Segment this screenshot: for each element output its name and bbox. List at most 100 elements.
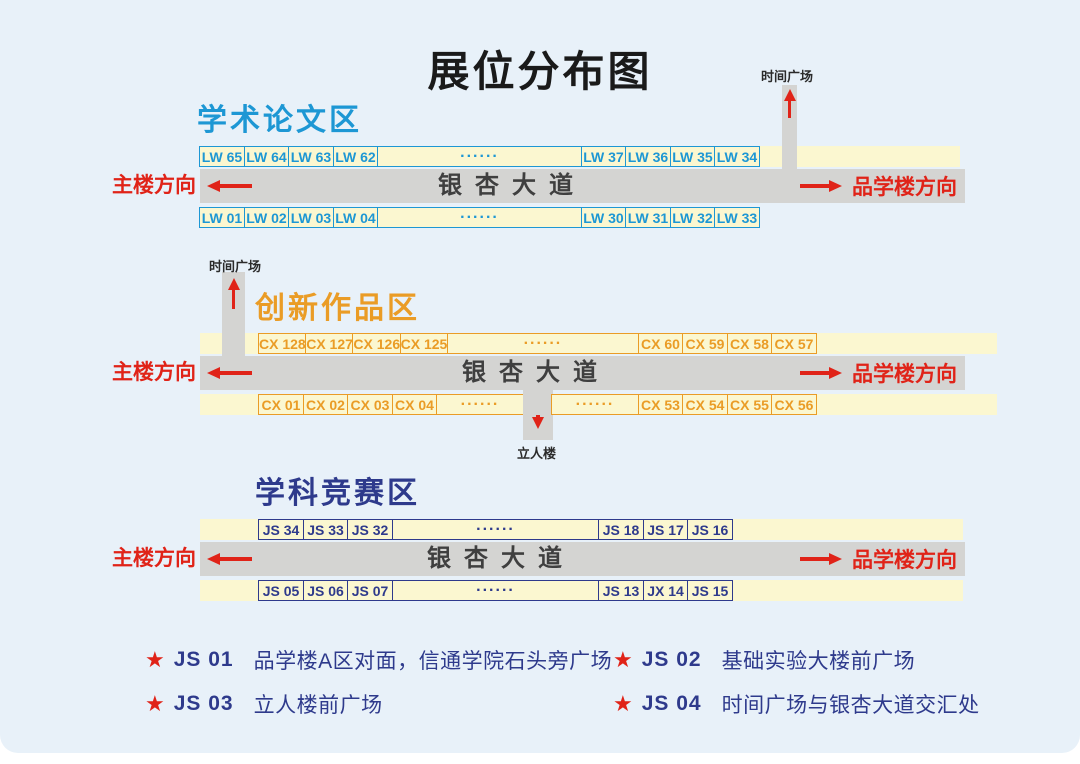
booth-cell: LW 03 (288, 207, 334, 228)
direction-label-pinxue: 品学楼方向 (852, 549, 957, 572)
booth-cell: LW 33 (714, 207, 760, 228)
booth-cell: JS 17 (642, 519, 689, 540)
booth-cell: CX 02 (302, 394, 349, 415)
booth-cell: CX 56 (771, 394, 817, 415)
dots-cell: ...... (551, 392, 639, 415)
road-gap-cell (522, 394, 553, 415)
legend-code: JS 03 (173, 692, 234, 715)
booth-cell: LW 30 (580, 207, 627, 228)
legend-desc: 立人楼前广场 (253, 694, 383, 717)
booth-cell: JS 05 (258, 580, 304, 601)
legend-item-js04: ★ JS 04 时间广场与银杏大道交汇处 (613, 691, 980, 718)
booth-cell: JS 13 (598, 580, 644, 601)
booth-cell: CX 54 (682, 394, 728, 415)
ginkgo-avenue-road-2: 银杏大道 品学楼方向 (200, 356, 965, 390)
booth-cell: JS 32 (347, 519, 393, 540)
arrow-right-icon (800, 552, 842, 566)
arrow-left-icon (207, 366, 252, 380)
booth-cell: LW 34 (714, 146, 760, 167)
booth-cell: CX 53 (637, 394, 684, 415)
legend-item-js01: ★ JS 01 品学楼A区对面，信通学院石头旁广场 (145, 647, 612, 674)
booth-cell: LW 31 (625, 207, 671, 228)
section-title-academic-papers: 学术论文区 (197, 104, 362, 137)
booth-cell: LW 65 (199, 146, 245, 167)
dots-cell: ...... (446, 331, 639, 354)
booth-cell: LW 04 (332, 207, 379, 228)
direction-label-main-building: 主楼方向 (112, 361, 196, 384)
page-title: 展位分布图 (427, 48, 653, 95)
arrow-left-icon (207, 552, 252, 566)
arrow-right-icon (800, 366, 842, 380)
booth-cell: LW 64 (243, 146, 290, 167)
arrow-left-icon (207, 179, 252, 193)
dots-cell: ...... (391, 517, 600, 540)
ginkgo-avenue-road-1: 银杏大道 品学楼方向 (200, 169, 965, 203)
time-plaza-label-left: 时间广场 (209, 259, 262, 274)
road-label: 银杏大道 (462, 359, 610, 386)
time-plaza-label-top: 时间广场 (761, 69, 814, 84)
booth-cell: CX 58 (726, 333, 773, 354)
booth-cell: CX 59 (682, 333, 728, 354)
section-title-subject-competitions: 学科竞赛区 (255, 477, 420, 510)
booth-cell: JS 16 (687, 519, 733, 540)
dots-cell: ...... (377, 144, 582, 167)
section-title-innovation-works: 创新作品区 (255, 292, 420, 325)
booth-cell: LW 01 (199, 207, 245, 228)
booth-cell: CX 04 (391, 394, 438, 415)
star-icon: ★ (613, 647, 633, 672)
booth-cell: LW 63 (288, 146, 334, 167)
booth-cell: JS 33 (302, 519, 349, 540)
side-road-time-plaza-1 (782, 85, 797, 170)
direction-label-main-building: 主楼方向 (112, 547, 196, 570)
dots-cell: ...... (377, 205, 582, 228)
booth-cell: JX 14 (642, 580, 689, 601)
booth-cell: JS 18 (598, 519, 644, 540)
booth-cell: LW 37 (580, 146, 627, 167)
booth-cell: JS 15 (687, 580, 733, 601)
booth-cell: CX 55 (726, 394, 773, 415)
arrow-right-icon (800, 179, 842, 193)
road-label: 银杏大道 (427, 545, 575, 572)
booth-cell: CX 126 (352, 333, 402, 354)
star-icon: ★ (613, 691, 633, 716)
arrow-up-icon (227, 278, 241, 309)
legend-desc: 时间广场与银杏大道交汇处 (721, 694, 980, 717)
booth-cell: CX 03 (347, 394, 393, 415)
legend-code: JS 01 (173, 648, 234, 671)
booth-cell: LW 02 (243, 207, 290, 228)
legend-code: JS 02 (641, 648, 702, 671)
direction-label-pinxue: 品学楼方向 (852, 176, 957, 199)
dots-cell: ...... (391, 578, 600, 601)
booth-cell: LW 35 (669, 146, 716, 167)
star-icon: ★ (145, 691, 165, 716)
booth-cell: LW 36 (625, 146, 671, 167)
direction-label-main-building: 主楼方向 (112, 174, 196, 197)
side-road-time-plaza-2 (222, 272, 245, 357)
legend-item-js03: ★ JS 03 立人楼前广场 (145, 691, 383, 718)
legend-code: JS 04 (641, 692, 702, 715)
dots-cell: ...... (436, 392, 524, 415)
road-label: 银杏大道 (438, 172, 586, 199)
booth-cell: CX 60 (637, 333, 684, 354)
liren-building-label: 立人楼 (517, 446, 557, 461)
legend-desc: 基础实验大楼前广场 (721, 650, 916, 673)
booth-cell: JS 06 (302, 580, 349, 601)
legend-item-js02: ★ JS 02 基础实验大楼前广场 (613, 647, 916, 674)
direction-label-pinxue: 品学楼方向 (852, 363, 957, 386)
booth-cell: CX 127 (305, 333, 354, 354)
booth-cell: JS 34 (258, 519, 304, 540)
booth-cell: JS 07 (347, 580, 393, 601)
booth-cell: CX 01 (258, 394, 304, 415)
booth-cell: CX 128 (258, 333, 307, 354)
star-icon: ★ (145, 647, 165, 672)
booth-cell: CX 125 (399, 333, 449, 354)
booth-cell: LW 32 (669, 207, 716, 228)
